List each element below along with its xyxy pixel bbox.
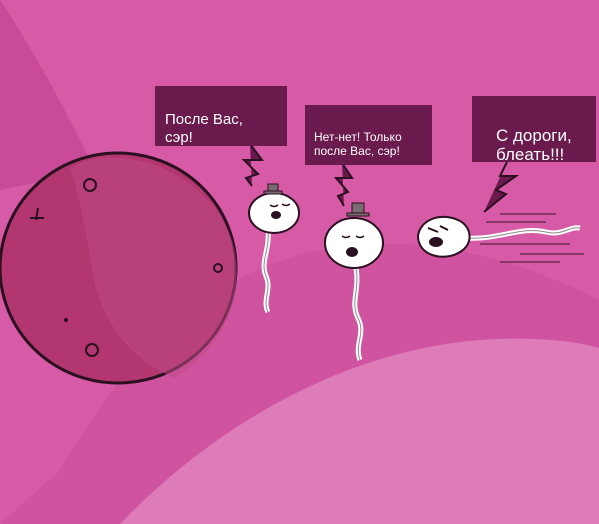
speech-bubble-1: После Вас, сэр! xyxy=(155,86,287,146)
sperm-angry-eyes xyxy=(427,225,449,233)
top-hat xyxy=(351,202,365,215)
sperm-polite-1 xyxy=(248,183,300,314)
speech-bubble-2-text: Нет-нет! Только после Вас, сэр! xyxy=(314,129,402,158)
sperm-rushing xyxy=(416,213,584,263)
egg-mark xyxy=(30,207,44,221)
speech-bubble-2: Нет-нет! Только после Вас, сэр! xyxy=(305,105,432,165)
sperm-tail-outline xyxy=(263,229,269,313)
bubble-tail-1 xyxy=(241,143,264,187)
speech-bubble-3-text: С дороги, блеать!!! xyxy=(496,125,572,165)
sperm-head xyxy=(324,217,384,269)
egg-dot xyxy=(83,178,97,192)
bubble-tail-3 xyxy=(483,159,520,213)
bubble-tail-2 xyxy=(333,162,354,207)
sperm-tail-outline xyxy=(354,267,362,361)
sperm-eyes xyxy=(341,235,365,239)
sperm-mouth xyxy=(346,247,358,257)
sperm-polite-2 xyxy=(324,202,384,361)
sperm-head xyxy=(416,215,471,258)
sperm-mouth xyxy=(271,211,281,219)
background-left-shade xyxy=(0,0,95,190)
egg-highlight xyxy=(70,157,237,378)
egg-speck xyxy=(64,318,68,322)
speech-bubble-3: С дороги, блеать!!! xyxy=(472,96,596,165)
egg-dot xyxy=(85,343,99,357)
egg xyxy=(0,151,238,385)
speed-lines xyxy=(480,213,584,263)
egg-dot xyxy=(213,263,223,273)
background-lower-right xyxy=(120,338,599,524)
sperm-tail-outline xyxy=(465,227,581,239)
top-hat-brim xyxy=(346,212,370,217)
speech-bubble-1-text: После Вас, сэр! xyxy=(165,111,243,146)
top-hat-brim xyxy=(263,190,283,195)
sperm-mouth xyxy=(429,237,443,247)
sperm-eyes xyxy=(269,203,291,208)
